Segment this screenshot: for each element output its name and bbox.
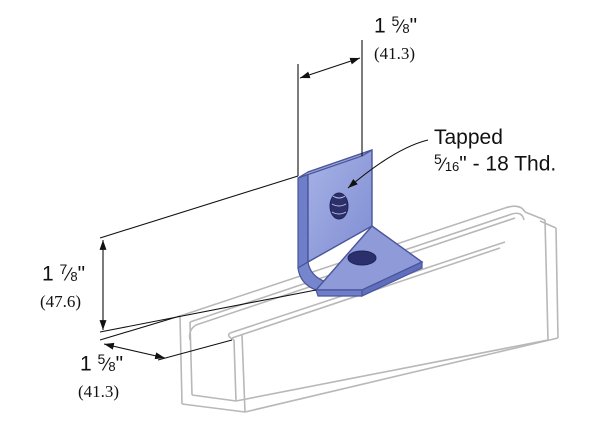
top-width-num: 5 [391, 13, 400, 29]
angle-bracket [297, 149, 424, 297]
bottom-width-whole: 1 [80, 352, 92, 376]
height-whole: 1 [42, 262, 54, 286]
top-width-whole: 1 [374, 14, 386, 38]
bottom-width-label: 1 5⁄8" [80, 352, 123, 374]
thread-num: 5 [434, 151, 442, 167]
height-label: 1 7⁄8" [42, 262, 85, 284]
thread-spec-label: 5⁄16" - 18 Thd. [434, 152, 556, 174]
top-width-den: 8 [402, 20, 410, 36]
tapped-label: Tapped [434, 126, 503, 149]
height-num: 7 [59, 261, 68, 277]
bottom-width-slash: ⁄ [105, 354, 109, 375]
height-slash: ⁄ [67, 264, 71, 285]
thread-slash: ⁄ [441, 154, 445, 175]
height-den: 8 [70, 268, 78, 284]
thread-rest: " - 18 Thd. [459, 152, 557, 176]
height-unit: " [77, 262, 86, 286]
top-width-slash: ⁄ [399, 16, 403, 37]
thread-den: 16 [444, 158, 460, 174]
top-width-unit: " [409, 14, 418, 38]
bottom-width-metric: (41.3) [78, 382, 120, 401]
bottom-width-num: 5 [97, 351, 106, 367]
top-width-label: 1 5⁄8" [374, 14, 417, 36]
top-width-metric: (41.3) [374, 44, 416, 63]
bottom-width-unit: " [115, 352, 124, 376]
dimension-lines [99, 40, 429, 361]
height-metric: (47.6) [40, 292, 82, 311]
mounting-hole [347, 250, 377, 266]
bottom-width-den: 8 [108, 358, 116, 374]
